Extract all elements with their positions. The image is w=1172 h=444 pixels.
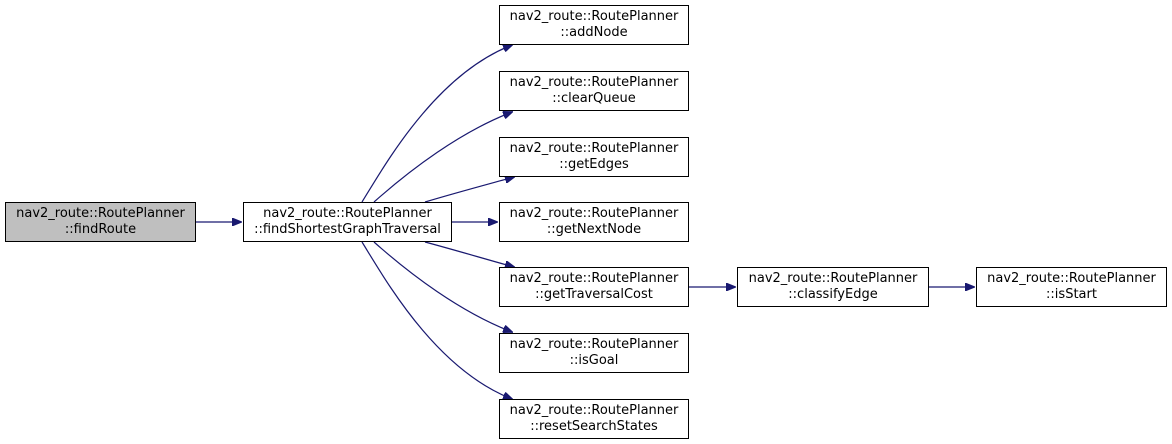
node-clearQueue[interactable]: nav2_route::RoutePlanner ::clearQueue: [499, 71, 689, 111]
node-getNextNode-line1: nav2_route::RoutePlanner: [509, 206, 679, 221]
node-clearQueue-line2: ::clearQueue: [552, 91, 636, 106]
edge-findShortest-clearQueue: [373, 112, 512, 203]
edge-findShortest-isGoal: [373, 241, 512, 332]
node-classifyEdge[interactable]: nav2_route::RoutePlanner ::classifyEdge: [737, 267, 929, 307]
node-resetSearchStates-line2: ::resetSearchStates: [530, 419, 658, 434]
node-resetSearchStates[interactable]: nav2_route::RoutePlanner ::resetSearchSt…: [499, 399, 689, 439]
edge-findShortest-getTraversal: [424, 241, 514, 267]
node-getEdges[interactable]: nav2_route::RoutePlanner ::getEdges: [499, 137, 689, 177]
edge-findShortest-addNode: [361, 45, 512, 203]
edge-findShortest-getEdges: [424, 177, 514, 203]
node-findShortestGraphTraversal[interactable]: nav2_route::RoutePlanner ::findShortestG…: [243, 202, 452, 242]
node-findRoute-line2: ::findRoute: [64, 222, 137, 237]
node-addNode-line1: nav2_route::RoutePlanner: [509, 9, 679, 24]
node-isGoal-line2: ::isGoal: [569, 353, 619, 368]
node-clearQueue-line1: nav2_route::RoutePlanner: [509, 75, 679, 90]
node-addNode[interactable]: nav2_route::RoutePlanner ::addNode: [499, 5, 689, 45]
node-resetSearchStates-line1: nav2_route::RoutePlanner: [509, 403, 679, 418]
node-classifyEdge-line2: ::classifyEdge: [788, 287, 878, 302]
node-getTraversalCost[interactable]: nav2_route::RoutePlanner ::getTraversalC…: [499, 267, 689, 307]
node-getTraversalCost-line1: nav2_route::RoutePlanner: [509, 271, 679, 286]
node-findShortestGraphTraversal-line1: nav2_route::RoutePlanner: [263, 206, 432, 221]
node-isStart[interactable]: nav2_route::RoutePlanner ::isStart: [976, 267, 1167, 307]
node-getNextNode[interactable]: nav2_route::RoutePlanner ::getNextNode: [499, 202, 689, 242]
node-findRoute: nav2_route::RoutePlanner ::findRoute: [5, 202, 196, 242]
node-isStart-line1: nav2_route::RoutePlanner: [987, 271, 1156, 286]
node-getEdges-line1: nav2_route::RoutePlanner: [509, 141, 679, 156]
node-classifyEdge-line1: nav2_route::RoutePlanner: [748, 271, 918, 286]
node-isGoal[interactable]: nav2_route::RoutePlanner ::isGoal: [499, 333, 689, 373]
node-isGoal-line1: nav2_route::RoutePlanner: [509, 337, 679, 352]
edge-findShortest-resetSearch: [361, 241, 512, 399]
node-isStart-line2: ::isStart: [1046, 287, 1097, 302]
node-findRoute-line1: nav2_route::RoutePlanner: [16, 206, 185, 221]
node-getEdges-line2: ::getEdges: [559, 157, 629, 172]
node-findShortestGraphTraversal-line2: ::findShortestGraphTraversal: [254, 222, 441, 237]
node-addNode-line2: ::addNode: [560, 25, 628, 40]
node-getTraversalCost-line2: ::getTraversalCost: [535, 287, 653, 302]
node-getNextNode-line2: ::getNextNode: [546, 222, 642, 237]
